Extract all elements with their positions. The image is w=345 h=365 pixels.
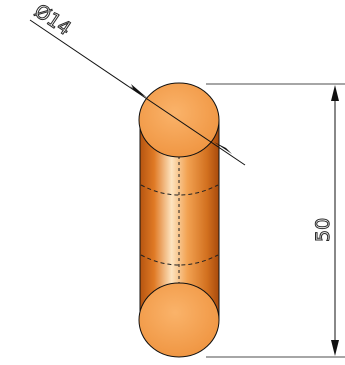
height-arrow-top [331,85,339,101]
height-arrow-bottom [331,340,339,356]
diameter-arrow-top [131,84,145,96]
height-dimension: 50 [206,83,345,358]
diameter-arrow-upper [130,86,148,98]
hidden-edge-lower [140,254,219,266]
hidden-edge-upper [140,184,219,196]
diameter-arrow-lower [214,142,232,154]
bottom-cap [138,282,220,358]
cylinder-part [138,82,220,358]
diameter-label: Ø14 [30,0,75,40]
height-label: 50 [312,218,334,242]
